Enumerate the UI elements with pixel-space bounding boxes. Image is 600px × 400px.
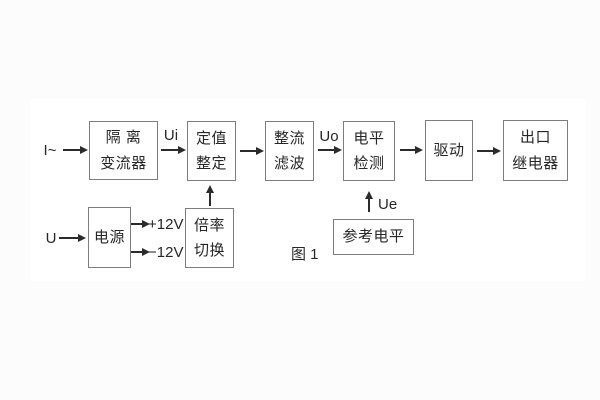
block-label: 变流器: [100, 154, 147, 172]
block-label: 整流: [273, 129, 305, 147]
label-ui: Ui: [163, 127, 179, 144]
block-label: 出口: [519, 129, 551, 147]
block-isolation-transformer: 隔 离 变流器: [89, 121, 158, 180]
arrow-rectifier-to-level: [318, 146, 342, 153]
arrow-voltage-to-power: [59, 234, 86, 241]
block-output-relay: 出口 继电器: [503, 120, 568, 181]
block-label: 滤波: [273, 155, 305, 172]
label-ue: Ue: [378, 196, 398, 213]
label-minus-12v: −12V: [148, 244, 184, 261]
arrow-level-to-drive: [400, 146, 423, 153]
block-label: 参考电平: [342, 228, 405, 246]
block-label: 检测: [353, 155, 385, 172]
block-label: 倍率: [193, 216, 225, 234]
arrow-reference-to-level: [365, 191, 372, 212]
block-label: 电平: [353, 129, 385, 147]
block-label: 电源: [93, 228, 125, 246]
arrow-setpoint-to-rectifier: [240, 147, 264, 154]
arrow-drive-to-relay: [477, 147, 501, 154]
block-rectifier-filter: 整流 滤波: [265, 121, 314, 181]
block-setpoint-adjust: 定值 整定: [187, 121, 236, 181]
label-current-input: I~: [43, 142, 57, 159]
block-drive: 驱动: [425, 120, 473, 181]
block-label: 定值: [195, 129, 227, 147]
label-uo: Uo: [319, 128, 339, 145]
arrow-power-plus12v: [131, 220, 150, 227]
block-ratio-switch: 倍率 切换: [185, 208, 234, 268]
block-label: 切换: [193, 242, 225, 259]
block-label: 继电器: [512, 154, 559, 172]
arrow-isolation-to-setpoint: [161, 146, 186, 153]
arrow-ratio-to-setpoint: [206, 185, 213, 206]
label-voltage-input: U: [45, 230, 57, 247]
arrow-power-minus12v: [131, 248, 150, 255]
block-power-supply: 电源: [88, 207, 131, 268]
label-plus-12v: +12V: [148, 216, 184, 233]
block-label: 整定: [195, 155, 227, 172]
block-reference-level: 参考电平: [333, 219, 414, 255]
block-level-detect: 电平 检测: [343, 121, 395, 181]
figure-caption: 图 1: [291, 246, 319, 263]
block-label: 驱动: [433, 141, 465, 159]
block-label: 隔 离: [105, 129, 142, 147]
arrow-current-to-isolation: [63, 146, 88, 153]
